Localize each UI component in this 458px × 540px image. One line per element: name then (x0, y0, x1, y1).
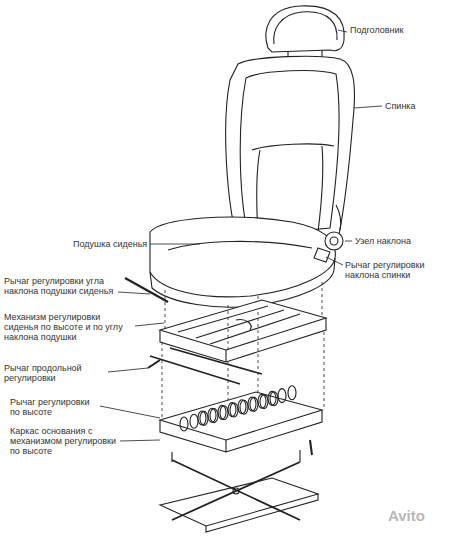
adjust-frame (125, 278, 326, 384)
leader-lines (100, 30, 382, 441)
spring-coil (258, 394, 266, 408)
base-frame (160, 386, 322, 532)
spring-coils (180, 386, 296, 431)
part-label: Узел наклона (355, 236, 450, 246)
spring-coil (238, 400, 246, 414)
part-label: Каркас основания с механизмом регулировк… (10, 426, 120, 456)
seat-cushion (150, 217, 335, 307)
part-label: Рычаг регулировки угла наклона подушки с… (4, 276, 116, 296)
part-label: Подушка сиденья (73, 239, 151, 249)
spring-coil (208, 408, 216, 422)
spring-coil (228, 403, 236, 417)
headrest (266, 6, 344, 62)
part-label: Подголовник (350, 25, 450, 35)
spring-coil (248, 397, 256, 411)
spring-coil (278, 389, 286, 403)
spring-coil (198, 411, 206, 425)
part-label: Рычаг продольной регулировки (4, 363, 107, 383)
spring-coil (218, 405, 226, 419)
part-label: Спинка (385, 101, 445, 111)
spring-coil (288, 386, 296, 400)
part-label: Рычаг регулировки по высоте (10, 397, 100, 417)
spring-coil (268, 391, 276, 405)
watermark: Avito (388, 508, 448, 524)
recliner-knob (314, 232, 343, 262)
part-label: Рычаг регулировки наклона спинки (345, 260, 445, 280)
part-label: Механизм регулировки сиденья по высоте и… (4, 312, 134, 342)
spring-coil (190, 414, 198, 428)
spring-coil (180, 417, 188, 431)
